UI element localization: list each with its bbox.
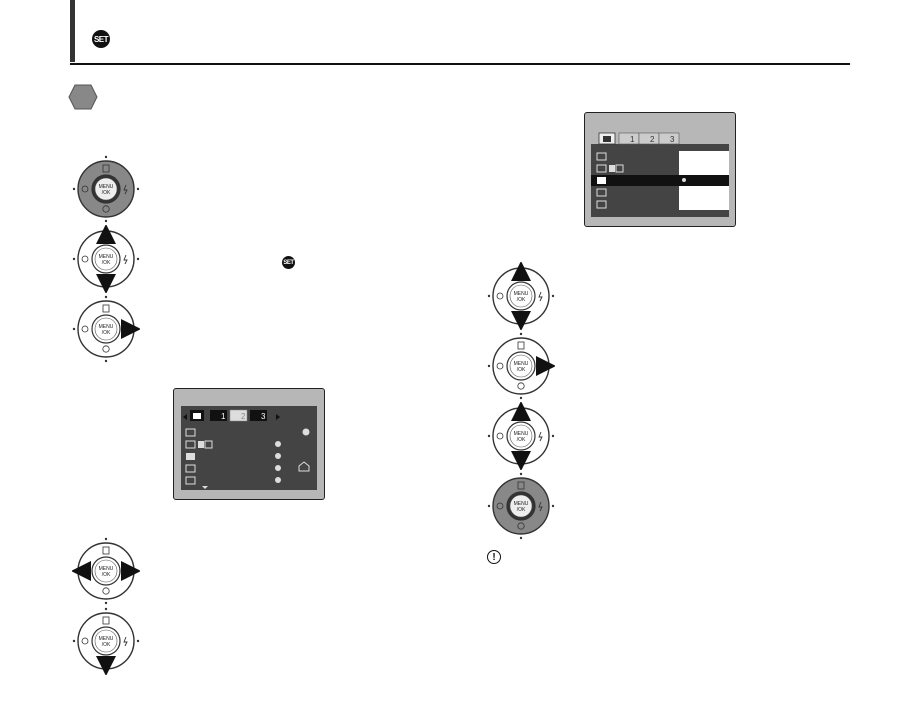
svg-text:/OK: /OK bbox=[102, 330, 111, 336]
svg-text:1: 1 bbox=[630, 135, 635, 144]
svg-text:MENU: MENU bbox=[99, 636, 114, 642]
svg-text:/OK: /OK bbox=[517, 437, 526, 443]
svg-text:2: 2 bbox=[650, 135, 655, 144]
dpad-right-icon: MENU/OK bbox=[487, 332, 556, 405]
header-bar bbox=[70, 0, 75, 62]
svg-text:MENU: MENU bbox=[99, 254, 114, 260]
set-icon: SET bbox=[92, 30, 110, 48]
hexagon-icon bbox=[68, 84, 98, 110]
svg-text:/OK: /OK bbox=[517, 507, 526, 513]
dpad-down-icon: MENU/OK bbox=[72, 607, 140, 680]
dpad-up-down-icon: MENU/OK bbox=[72, 224, 140, 298]
dpad-up-down-icon: MENU/OK bbox=[487, 401, 555, 475]
dpad-right-icon: MENU/OK bbox=[72, 295, 141, 368]
svg-text:MENU: MENU bbox=[99, 566, 114, 572]
caution-icon: ! bbox=[487, 550, 501, 564]
svg-text:1: 1 bbox=[221, 412, 226, 421]
svg-text:/OK: /OK bbox=[517, 297, 526, 303]
header-rule bbox=[70, 63, 850, 65]
dpad-menu-ok-icon: MENU/OK bbox=[487, 472, 555, 545]
svg-text:2: 2 bbox=[241, 412, 246, 421]
camera-screen-tab-view: 1 2 3 bbox=[173, 388, 325, 500]
svg-text:3: 3 bbox=[261, 412, 266, 421]
dpad-up-down-icon: MENU/OK bbox=[487, 261, 555, 335]
dpad-left-right-icon: MENU/OK bbox=[71, 537, 141, 610]
svg-text:MENU: MENU bbox=[99, 324, 114, 330]
screen2-content: 1 2 3 bbox=[591, 132, 729, 210]
screen1-content: 1 2 3 bbox=[183, 409, 310, 489]
svg-text:MENU: MENU bbox=[514, 361, 529, 367]
svg-text:/OK: /OK bbox=[102, 260, 111, 266]
camera-screen-option-view: 1 2 3 bbox=[584, 112, 736, 227]
svg-text:/OK: /OK bbox=[517, 367, 526, 373]
svg-text:MENU: MENU bbox=[514, 431, 529, 437]
svg-text:3: 3 bbox=[670, 135, 675, 144]
svg-text:/OK: /OK bbox=[102, 572, 111, 578]
svg-text:/OK: /OK bbox=[102, 190, 111, 196]
svg-text:MENU: MENU bbox=[514, 291, 529, 297]
set-icon-inline: SET bbox=[282, 256, 295, 269]
dpad-menu-ok-icon: MENU/OK bbox=[72, 155, 140, 228]
svg-text:MENU: MENU bbox=[99, 184, 114, 190]
svg-text:MENU: MENU bbox=[514, 501, 529, 507]
svg-text:/OK: /OK bbox=[102, 642, 111, 648]
